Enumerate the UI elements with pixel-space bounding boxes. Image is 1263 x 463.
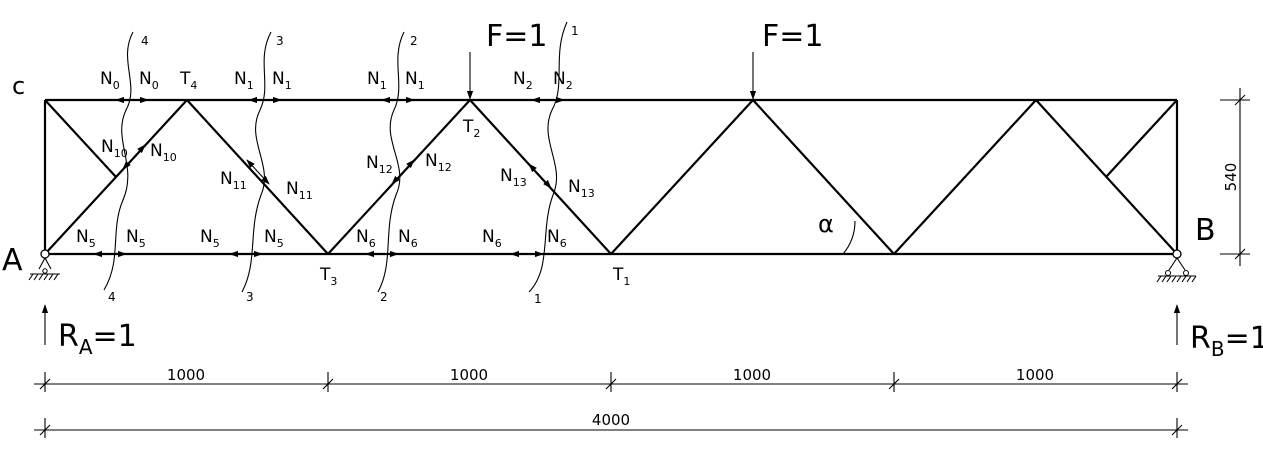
subdiagonal-left: [44, 99, 117, 178]
force-label-n0-left: N0: [100, 69, 120, 92]
force-label-n2-right: N2: [553, 69, 573, 92]
force-arrow-n12-up: [391, 171, 404, 185]
section-label-3-top: 3: [276, 34, 284, 48]
diagonal-6: [752, 99, 895, 255]
force-label-n5-right-b: N5: [264, 227, 284, 250]
force-arrow-n13-up: [528, 163, 541, 177]
section-line-1: [528, 21, 568, 293]
force-label-n1-left-a: N1: [234, 69, 254, 92]
force-arrow-n10-down: [133, 144, 146, 158]
force-arrow-n13-down: [539, 175, 552, 189]
support-a: [28, 249, 60, 281]
height-dimension: 540: [1222, 163, 1240, 192]
diagonal-2: [186, 99, 329, 255]
section-cuts: [103, 21, 568, 293]
reaction-label-a: RA=1: [58, 319, 137, 359]
node-label-a: A: [2, 243, 23, 278]
force-label-n0-right: N0: [139, 69, 159, 92]
support-a-hinge: [40, 249, 50, 259]
force-label-n12-left: N12: [366, 153, 393, 176]
total-dimension: 4000: [592, 411, 630, 429]
section-label-4-top: 4: [141, 34, 149, 48]
bay-dimension-2: 1000: [450, 366, 488, 384]
force-label-n2-left: N2: [513, 69, 533, 92]
support-b-hinge: [1172, 249, 1182, 259]
subdiagonal-right: [1105, 99, 1178, 178]
bay-dimension-4: 1000: [1016, 366, 1054, 384]
load-arrows: [41, 52, 1181, 345]
bay-dimension-3: 1000: [733, 366, 771, 384]
force-label-n11-right: N11: [286, 179, 313, 202]
force-label-n1-right-b: N1: [405, 69, 425, 92]
node-label-t4: T4: [179, 69, 197, 92]
force-label-n1-right-a: N1: [272, 69, 292, 92]
section-label-1-top: 1: [571, 24, 579, 38]
angle-label: α: [818, 210, 834, 238]
load-label-2: F=1: [762, 19, 823, 54]
force-arrow-n11-up: [246, 159, 259, 173]
section-label-2-bottom: 2: [380, 290, 388, 304]
support-b: [1156, 249, 1197, 283]
load-label-1: F=1: [486, 19, 547, 54]
node-label-c: c: [12, 72, 25, 100]
truss-members: [43, 98, 1179, 256]
force-arrow-n12-down: [402, 159, 415, 173]
diagonal-7: [893, 99, 1037, 255]
diagonal-5: [610, 99, 754, 255]
section-line-3: [241, 31, 272, 293]
section-label-3-bottom: 3: [246, 290, 254, 304]
bay-dimension-1: 1000: [167, 366, 205, 384]
force-label-n5-left-b: N5: [200, 227, 220, 250]
section-line-2: [377, 31, 405, 293]
force-label-n6-left-a: N6: [356, 227, 376, 250]
dimension-lines: [34, 88, 1250, 438]
force-label-n13-right: N13: [568, 177, 595, 200]
force-label-n12-right: N12: [425, 151, 452, 174]
force-arrows: [93, 96, 565, 258]
section-line-4: [103, 31, 134, 291]
force-label-n10-left: N10: [101, 137, 128, 160]
force-label-n6-left-b: N6: [482, 227, 502, 250]
section-label-4-bottom: 4: [108, 290, 116, 304]
force-label-n11-left: N11: [220, 169, 247, 192]
force-labels: N0 N0 N1 N1 N1 N1 N2 N2 N10 N10 N11 N11 …: [76, 69, 595, 250]
node-label-t1: T1: [612, 265, 630, 288]
force-label-n13-left: N13: [500, 166, 527, 189]
force-label-n5-right-a: N5: [126, 227, 146, 250]
angle-arc: [842, 220, 856, 255]
force-label-n5-left-a: N5: [76, 227, 96, 250]
force-label-n10-right: N10: [150, 141, 177, 164]
force-arrow-n11-down: [257, 171, 270, 185]
force-label-n6-right-a: N6: [398, 227, 418, 250]
node-label-t2: T2: [462, 117, 480, 140]
reaction-label-b: RB=1: [1190, 321, 1263, 361]
force-arrow-n10-up: [122, 156, 135, 170]
section-label-1-bottom: 1: [534, 292, 542, 306]
node-label-t3: T3: [319, 265, 337, 288]
node-label-b: B: [1195, 213, 1216, 248]
force-label-n6-right-b: N6: [547, 227, 567, 250]
force-label-n1-left-b: N1: [367, 69, 387, 92]
section-label-2-top: 2: [410, 34, 418, 48]
